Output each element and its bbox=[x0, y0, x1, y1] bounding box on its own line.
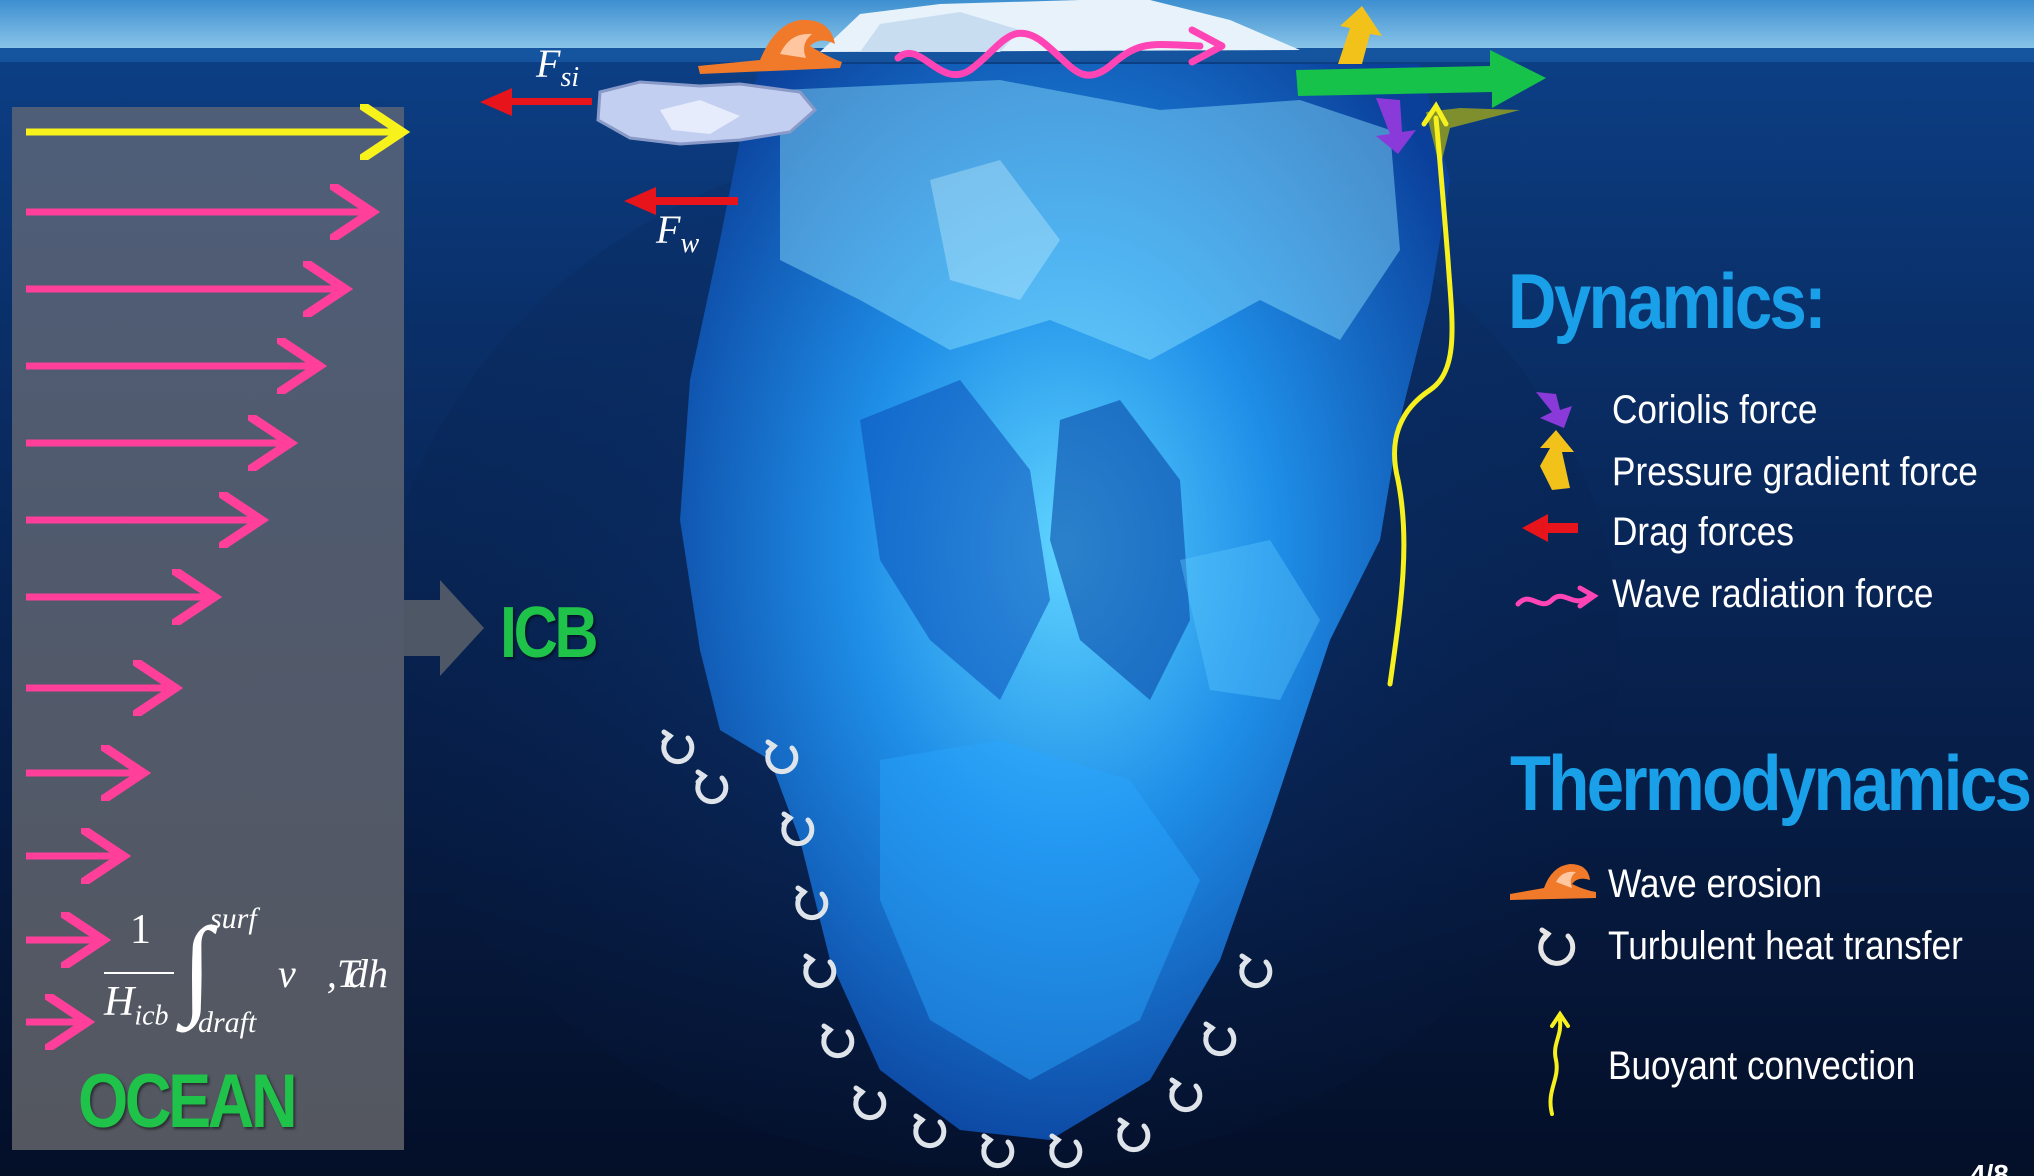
surface-current-arrow-icon bbox=[1296, 50, 1546, 108]
turbulent-eddy-icon bbox=[984, 1136, 1012, 1166]
surface-wave-radiation-icon bbox=[898, 30, 1222, 75]
drag-arrow-icon bbox=[1522, 514, 1578, 542]
pressure-gradient-arrow-icon bbox=[1540, 430, 1574, 490]
ocean-current-profile bbox=[26, 132, 395, 1022]
turbulent-eddy-icon bbox=[1172, 1080, 1200, 1110]
pressure-gradient-arrow-icon bbox=[1338, 6, 1382, 64]
sea-ice-floe-icon bbox=[598, 82, 815, 144]
dynamics-title: Dynamics: bbox=[1508, 256, 1824, 347]
turbulent-eddy-icon bbox=[856, 1088, 884, 1118]
coriolis-arrow-icon bbox=[1536, 392, 1572, 428]
surface-wave-erosion-icon bbox=[698, 20, 842, 74]
turbulent-eddy-icon bbox=[784, 814, 812, 844]
legend-label-coriolis: Coriolis force bbox=[1612, 388, 1817, 433]
turbulent-eddy-icon bbox=[824, 1026, 852, 1056]
legend-label-wave-radiation: Wave radiation force bbox=[1612, 572, 1934, 617]
coriolis-arrow-icon bbox=[1376, 98, 1416, 154]
ocean-label: OCEAN bbox=[78, 1058, 294, 1145]
icb-arrow-icon bbox=[404, 580, 484, 676]
buoyant-plume-icon bbox=[1550, 1014, 1568, 1114]
wave-radiation-icon bbox=[1518, 588, 1594, 606]
turbulent-eddies bbox=[664, 732, 1270, 1166]
legend-label-pressure-gradient: Pressure gradient force bbox=[1612, 450, 1978, 495]
thermodynamics-title: Thermodynamics: bbox=[1510, 738, 2034, 829]
turbulent-eddy-icon bbox=[664, 732, 692, 762]
legend-label-turbulent-heat: Turbulent heat transfer bbox=[1608, 924, 1963, 969]
legend-label-wave-erosion: Wave erosion bbox=[1608, 862, 1822, 907]
turbulent-eddy-icon bbox=[1242, 956, 1270, 986]
turbulent-eddy-icon bbox=[1120, 1120, 1148, 1150]
wave-drag-label: Fw bbox=[656, 206, 699, 260]
turbulent-eddy-icon bbox=[798, 888, 826, 918]
legend-label-buoyant-convection: Buoyant convection bbox=[1608, 1044, 1915, 1089]
turbulent-eddy-icon bbox=[806, 956, 834, 986]
sea-ice-drag-label: Fsi bbox=[536, 40, 579, 94]
turbulent-eddy-icon bbox=[1541, 930, 1573, 963]
icb-label: ICB bbox=[500, 592, 595, 674]
buoyant-convection-plume bbox=[1390, 118, 1452, 684]
turbulent-eddy-icon bbox=[916, 1116, 944, 1146]
turbulent-eddy-icon bbox=[698, 772, 726, 802]
wave-erosion-icon bbox=[1510, 864, 1596, 900]
turbulent-eddy-icon bbox=[768, 742, 796, 772]
turbulent-eddy-icon bbox=[1206, 1024, 1234, 1054]
depth-average-formula: 1 Hicb ∫ surf draft v⃗,T dh bbox=[100, 906, 410, 1046]
turbulent-eddy-icon bbox=[1052, 1136, 1080, 1166]
legend-label-drag: Drag forces bbox=[1612, 510, 1794, 555]
surface-forces-group bbox=[1296, 6, 1546, 168]
